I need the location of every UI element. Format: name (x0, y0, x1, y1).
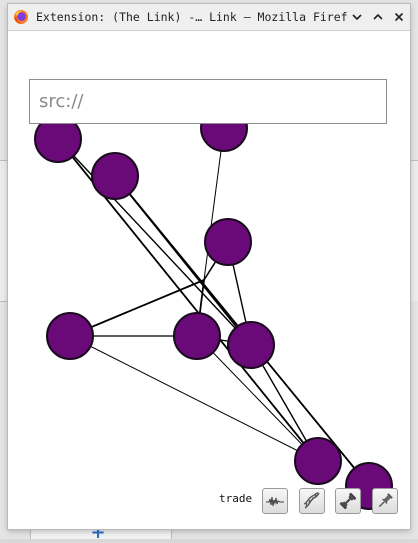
pin-button[interactable] (372, 488, 398, 514)
window-titlebar[interactable]: Extension: (The Link) -… Link — Mozilla … (8, 4, 410, 31)
graph-node[interactable] (173, 312, 221, 360)
graph-node[interactable] (46, 312, 94, 360)
graph-nodes (34, 104, 393, 510)
graph-edge (57, 138, 252, 346)
chevron-up-icon[interactable] (368, 7, 388, 27)
waveform-button[interactable] (262, 488, 288, 514)
graph-edge (203, 127, 225, 281)
pin-icon (378, 493, 393, 508)
chevron-down-icon[interactable] (347, 7, 367, 27)
graph-edge (196, 335, 319, 462)
dumbbell-icon (339, 492, 357, 510)
mode-label: trade (219, 492, 253, 505)
graph-node[interactable] (204, 218, 252, 266)
firefox-icon (14, 10, 28, 24)
dna-button[interactable] (299, 488, 325, 514)
graph-node[interactable] (91, 152, 139, 200)
waveform-icon (266, 496, 284, 507)
graph-view: trade (8, 31, 410, 529)
graph-edge (114, 175, 252, 346)
dumbbell-button[interactable] (335, 488, 361, 514)
background-window-edge (0, 160, 9, 302)
window-title: Extension: (The Link) -… Link — Mozilla … (36, 10, 347, 24)
background-window-edge (409, 160, 418, 301)
graph-edge (69, 279, 205, 337)
search-input[interactable] (30, 80, 386, 123)
search-box (29, 79, 387, 124)
graph-edge (69, 335, 319, 462)
graph-node[interactable] (227, 321, 275, 369)
dna-icon (303, 492, 320, 509)
close-icon[interactable] (389, 7, 409, 27)
graph-node[interactable] (294, 437, 342, 485)
popup-window: Extension: (The Link) -… Link — Mozilla … (8, 4, 410, 529)
background-panel (30, 528, 172, 539)
network-graph[interactable] (8, 31, 410, 529)
